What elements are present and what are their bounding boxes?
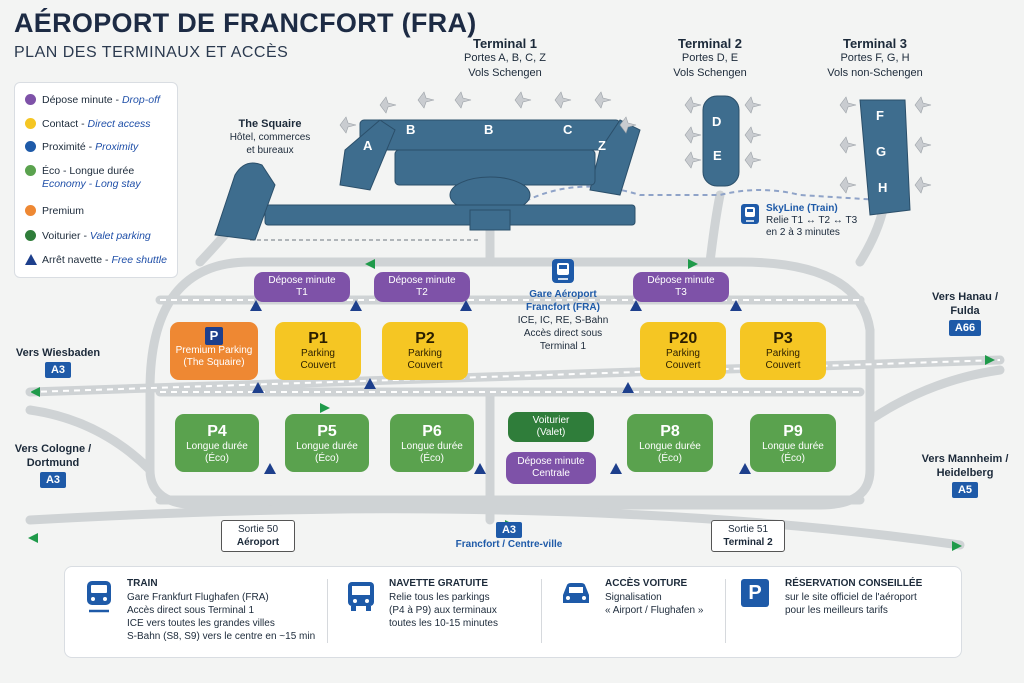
road-badge-a5: A5 [951, 482, 979, 498]
gate-z-label: Z [598, 138, 606, 153]
legend-item-drop-off: Dépose minute - Drop-off [25, 94, 160, 107]
gate-g-label: G [876, 144, 887, 159]
gate-e-label: E [713, 148, 722, 163]
train-station-icon [552, 259, 574, 283]
skyline-train-icon [741, 204, 759, 224]
car-info: ACCÈS VOITURE Signalisation« Airport / F… [605, 578, 704, 616]
divider [541, 579, 542, 643]
destination-mannheim: Vers Mannheim /Heidelberg A5 [921, 453, 1009, 498]
gate-f-label: F [876, 108, 884, 123]
gate-d-label: D [712, 114, 722, 129]
gate-b-label: B [484, 122, 494, 137]
valet-parking[interactable]: Voiturier(Valet) [508, 412, 594, 442]
shuttle-info: NAVETTE GRATUITE Relie tous les parkings… [389, 578, 498, 629]
gate-b-label: B [406, 122, 416, 137]
map-legend: Dépose minute - Drop-off Contact - Direc… [14, 82, 178, 278]
destination-cologne: Vers Cologne /Dortmund A3 [14, 443, 92, 488]
squaire-label: The Squaire Hôtel, commerces et bureaux [229, 118, 311, 156]
road-badge-a3: A3 [44, 362, 72, 378]
road-badge-a66: A66 [948, 320, 982, 336]
road-badge-a3: A3 [39, 472, 67, 488]
legend-item-proximity: Proximité - Proximity [25, 141, 138, 154]
train-icon [83, 579, 115, 620]
road-badge-a3: A3 [495, 522, 523, 538]
station-info: Gare Aéroport Francfort (FRA) ICE, IC, R… [517, 289, 609, 352]
page-title: AÉROPORT DE FRANCFORT (FRA) [14, 8, 477, 38]
blue-dot-icon [25, 141, 36, 152]
skyline-info: SkyLine (Train) Relie T1 ↔ T2 ↔ T3 en 2 … [766, 203, 858, 238]
gate-a-label: A [363, 138, 373, 153]
orange-dot-icon [25, 205, 36, 216]
legend-item-contact: Contact - Direct access [25, 118, 151, 131]
bus-icon [345, 579, 377, 620]
legend-item-valet: Voiturier - Valet parking [25, 230, 151, 243]
page-subtitle: PLAN DES TERMINAUX ET ACCÈS [14, 44, 289, 61]
legend-item-shuttle: Arrêt navette - Free shuttle [25, 254, 167, 267]
gate-h-label: H [878, 180, 888, 195]
yellow-dot-icon [25, 118, 36, 129]
green-dot-icon [25, 165, 36, 176]
terminal-2-label: Terminal 2 Portes D, E Vols Schengen [673, 36, 747, 79]
parking-p-icon: P [741, 579, 769, 607]
train-info: TRAIN Gare Frankfurt Flughafen (FRA)Accè… [127, 578, 316, 642]
info-panel: TRAIN Gare Frankfurt Flughafen (FRA)Accè… [64, 566, 962, 658]
dark-green-dot-icon [25, 230, 36, 241]
destination-frankfurt: A3 Francfort / Centre-ville [455, 522, 563, 550]
booking-info: RÉSERVATION CONSEILLÉE sur le site offic… [785, 578, 923, 616]
shuttle-stop-icon [25, 254, 37, 265]
destination-hanau: Vers Hanau /Fulda A66 [931, 291, 999, 336]
car-icon [559, 579, 593, 614]
destination-wiesbaden: Vers Wiesbaden A3 [15, 347, 101, 378]
terminal-3-label: Terminal 3 Portes F, G, H Vols non-Schen… [827, 36, 923, 79]
premium-parking[interactable]: P Premium Parking(The Squaire) [170, 322, 258, 380]
purple-dot-icon [25, 94, 36, 105]
parking-p-icon: P [205, 327, 223, 345]
legend-item-premium: Premium [25, 205, 84, 218]
terminal-1-label: Terminal 1 Portes A, B, C, Z Vols Scheng… [464, 36, 546, 79]
gate-c-label: C [563, 122, 573, 137]
divider [327, 579, 328, 643]
divider [725, 579, 726, 643]
